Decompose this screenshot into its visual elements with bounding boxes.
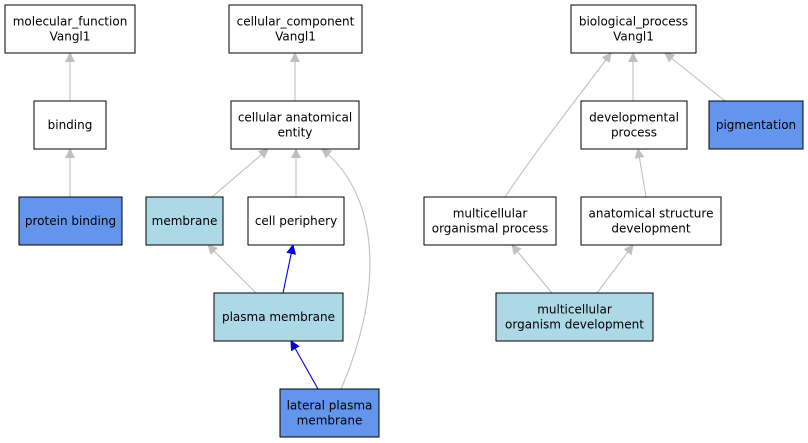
node-label-line: organism development bbox=[505, 318, 644, 332]
node-label-line: cellular_component bbox=[237, 15, 355, 29]
node-label-line: organismal process bbox=[432, 222, 549, 236]
node-box bbox=[230, 100, 360, 150]
edge-multicellular-organism-development-to-anatomical-structure-development bbox=[596, 244, 634, 294]
node-box bbox=[247, 196, 345, 246]
node-box bbox=[213, 292, 344, 342]
node-box bbox=[580, 196, 722, 246]
node-box bbox=[33, 100, 107, 150]
edge-multicellular-organismal-process-to-biological-process bbox=[504, 52, 612, 198]
node-box bbox=[570, 4, 697, 54]
node-label-line: process bbox=[611, 126, 657, 140]
edge-pigmentation-to-biological-process bbox=[664, 52, 726, 102]
node-label-line: binding bbox=[48, 118, 93, 132]
node-box bbox=[423, 196, 557, 246]
node-box bbox=[145, 196, 224, 246]
node-label-line: anatomical structure bbox=[589, 207, 714, 221]
edge-multicellular-organism-development-to-multicellular-organismal-process bbox=[511, 244, 553, 294]
edge-lateral-plasma-membrane-to-cellular-anatomical-entity bbox=[321, 148, 371, 390]
node-label-line: development bbox=[611, 222, 690, 236]
node-box bbox=[279, 388, 380, 438]
edge-anatomical-structure-development-to-developmental-process bbox=[634, 148, 647, 198]
node-label-line: biological_process bbox=[579, 15, 688, 29]
node-pigmentation[interactable]: pigmentation bbox=[708, 100, 804, 150]
edge-membrane-to-cellular-anatomical-entity bbox=[211, 148, 269, 198]
node-label-line: cell periphery bbox=[255, 214, 337, 228]
node-plasma-membrane[interactable]: plasma membrane bbox=[213, 292, 344, 342]
node-label-line: plasma membrane bbox=[222, 310, 335, 324]
node-label-line: molecular_function bbox=[13, 15, 128, 29]
node-label-line: Vangl1 bbox=[275, 30, 316, 44]
node-box bbox=[4, 4, 136, 54]
node-label-line: Vangl1 bbox=[613, 30, 654, 44]
node-box bbox=[708, 100, 804, 150]
node-binding[interactable]: binding bbox=[33, 100, 107, 150]
edge-lateral-plasma-membrane-to-plasma-membrane bbox=[290, 340, 319, 390]
node-label-line: developmental bbox=[589, 111, 679, 125]
node-cell-periphery[interactable]: cell periphery bbox=[247, 196, 345, 246]
node-box bbox=[18, 196, 123, 246]
node-box bbox=[495, 292, 654, 342]
edges-layer bbox=[65, 52, 726, 390]
node-label-line: Vangl1 bbox=[50, 30, 91, 44]
node-label-line: membrane bbox=[152, 214, 218, 228]
node-membrane[interactable]: membrane bbox=[145, 196, 224, 246]
node-label-line: pigmentation bbox=[716, 118, 796, 132]
node-protein-binding[interactable]: protein binding bbox=[18, 196, 123, 246]
node-label-line: entity bbox=[278, 126, 313, 140]
edge-plasma-membrane-to-membrane bbox=[207, 244, 257, 294]
node-label-line: multicellular bbox=[537, 303, 612, 317]
node-box bbox=[580, 100, 688, 150]
edge-plasma-membrane-to-cell-periphery bbox=[282, 244, 297, 294]
node-label-line: multicellular bbox=[453, 207, 528, 221]
node-label-line: lateral plasma bbox=[287, 399, 373, 413]
node-label-line: protein binding bbox=[25, 214, 116, 228]
node-label-line: membrane bbox=[297, 414, 363, 428]
node-label-line: cellular anatomical bbox=[238, 111, 352, 125]
node-box bbox=[228, 4, 363, 54]
